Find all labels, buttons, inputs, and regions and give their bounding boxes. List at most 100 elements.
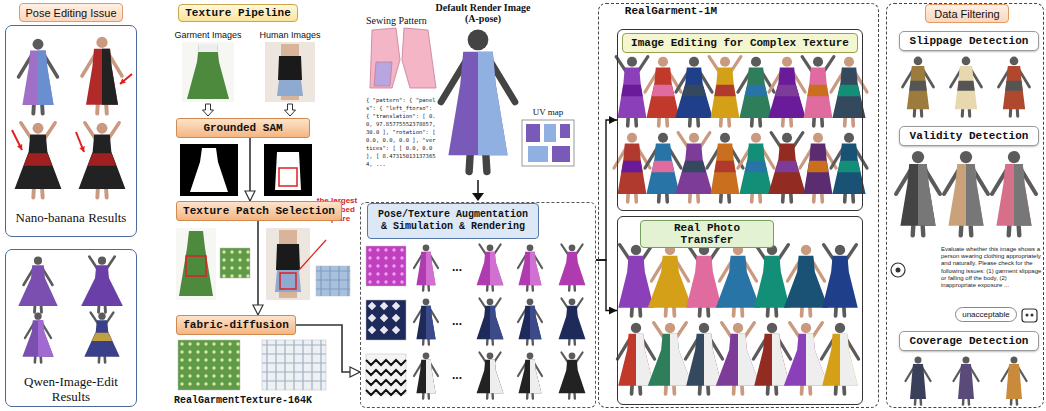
figure — [709, 57, 741, 126]
dress-band — [652, 85, 675, 97]
image-label: Default Render Image (A-pose) — [428, 2, 538, 24]
dress — [81, 265, 123, 306]
head — [658, 133, 668, 143]
render-arrow — [477, 180, 479, 194]
dress — [477, 306, 504, 340]
ellipsis: ... — [446, 314, 468, 328]
patch-motif — [380, 302, 388, 310]
dress-band — [807, 161, 828, 173]
patch-dot — [196, 350, 199, 353]
head — [960, 151, 972, 163]
result-box: Qwen-Image-Edit Results — [5, 249, 137, 407]
dress — [804, 144, 833, 194]
figure — [414, 352, 438, 398]
dress-panel — [530, 252, 542, 286]
garment-top — [198, 44, 218, 52]
connector-arrow — [596, 260, 617, 311]
dress — [416, 252, 435, 286]
uv-island — [544, 124, 556, 142]
patch-dot — [188, 358, 191, 361]
patch-dot — [222, 258, 225, 261]
dress-panel — [490, 360, 503, 394]
figure — [802, 57, 834, 126]
step-label: Pose/Texture Augmentation & Simulation &… — [367, 203, 539, 239]
patch-dot — [222, 266, 225, 269]
head — [1011, 357, 1018, 364]
patch-dot — [196, 382, 199, 385]
patch-zigzag — [366, 380, 406, 385]
patch-dot — [196, 358, 199, 361]
process-region: Pose/Texture Augmentation & Simulation &… — [360, 202, 596, 408]
figure — [81, 257, 123, 313]
dress — [955, 66, 977, 109]
dress-panel — [530, 306, 542, 340]
dress — [618, 68, 647, 118]
dress — [518, 306, 541, 340]
patch-dot — [220, 382, 223, 385]
dress-band — [838, 85, 861, 97]
process-box: fabric-diffusion — [176, 315, 296, 335]
step-label: Grounded SAM — [203, 122, 282, 134]
patch-dot — [392, 264, 395, 267]
patch-ground — [316, 266, 350, 296]
patch-dot — [246, 266, 249, 269]
figure — [896, 151, 940, 235]
patch-dot — [180, 366, 183, 369]
result-box: Nano-banana Results — [5, 25, 137, 237]
patch-dot — [376, 272, 379, 275]
dress-panel — [478, 52, 508, 156]
patch-dot — [238, 250, 241, 253]
head — [34, 257, 42, 265]
filter-box: Coverage Detection — [899, 331, 1039, 351]
patch-dot — [368, 280, 371, 283]
uv-island — [560, 124, 570, 138]
uv-island — [528, 146, 548, 162]
dress — [754, 256, 790, 308]
patch-line — [316, 288, 350, 289]
red-pointer — [12, 130, 22, 150]
patch-dot — [196, 366, 199, 369]
texture-patch — [178, 340, 240, 390]
figure — [1002, 357, 1027, 405]
mask — [264, 144, 312, 196]
patch-dot — [220, 342, 223, 345]
dress-band — [682, 161, 706, 173]
dress-band — [714, 161, 735, 173]
patch-dot — [204, 374, 207, 377]
patch-dot — [238, 258, 241, 261]
mask-shape — [275, 152, 301, 190]
patch-dot — [376, 248, 379, 251]
dress — [79, 134, 126, 189]
figure — [15, 123, 62, 198]
head — [569, 244, 576, 251]
figure — [784, 245, 828, 316]
panel-title: RealGarment-1M — [615, 5, 727, 17]
red-pointer-head — [79, 146, 84, 152]
figure — [18, 257, 57, 313]
head — [751, 57, 761, 67]
head — [782, 57, 792, 67]
patch-dot — [392, 256, 395, 259]
patch-dot — [222, 250, 225, 253]
robot-icon — [1022, 309, 1037, 322]
dress — [559, 252, 586, 286]
figure — [616, 57, 648, 126]
patch-dot — [368, 248, 371, 251]
region-title: Real Photo Transfer — [640, 220, 774, 248]
patch-line — [316, 279, 350, 280]
dress — [907, 66, 929, 109]
patch-motif — [368, 314, 376, 322]
patch-dot — [400, 272, 403, 275]
connector-arrow — [249, 138, 251, 201]
head — [689, 57, 699, 67]
mask-shape — [190, 148, 228, 192]
filter-box: Slippage Detection — [899, 31, 1039, 51]
figure — [559, 352, 586, 398]
patch-dot — [236, 350, 239, 353]
dress — [559, 306, 586, 340]
patch-dot — [212, 382, 215, 385]
figure — [822, 245, 858, 316]
dress — [648, 256, 692, 308]
texture-patch — [220, 248, 250, 278]
patch-dot — [228, 382, 231, 385]
